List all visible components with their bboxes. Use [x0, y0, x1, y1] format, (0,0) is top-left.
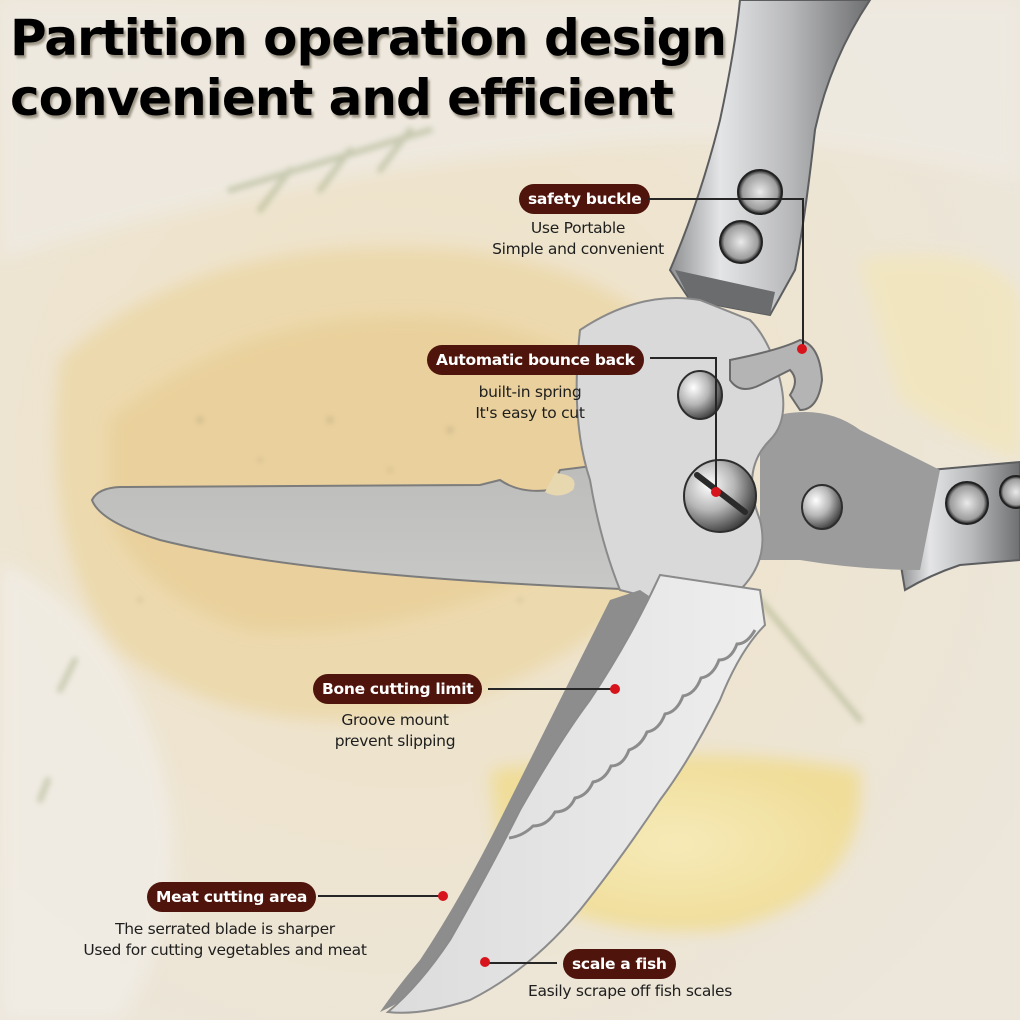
callout-label: Automatic bounce back [427, 345, 644, 375]
title-line-2: convenient and efficient [10, 69, 674, 127]
leader-line [486, 962, 557, 964]
pivot-screw-icon [683, 459, 757, 533]
leader-line [488, 688, 612, 690]
page-title: Partition operation design convenient an… [10, 8, 727, 128]
marker-dot [711, 487, 721, 497]
leader-line [648, 198, 803, 200]
callout-description: Use Portable Simple and convenient [492, 219, 664, 258]
marker-dot [480, 957, 490, 967]
callout-label: Bone cutting limit [313, 674, 483, 704]
title-line-1: Partition operation design [10, 9, 727, 67]
callout-label: Meat cutting area [147, 882, 317, 912]
leader-line [802, 198, 804, 348]
marker-dot [610, 684, 620, 694]
marker-dot [438, 891, 448, 901]
callout-description: Easily scrape off fish scales [527, 982, 733, 1000]
marker-dot [797, 344, 807, 354]
leader-line [650, 357, 716, 359]
leader-line [715, 357, 717, 487]
callout-label: safety buckle [519, 184, 651, 214]
callout-description: Groove mount prevent slipping [334, 711, 456, 750]
rivet-icon [677, 370, 843, 530]
emblem-icon [719, 169, 783, 264]
callout-label: scale a fish [563, 949, 676, 979]
callout-description: The serrated blade is sharper Used for c… [83, 920, 367, 959]
leader-line [318, 895, 442, 897]
callout-description: built-in spring It's easy to cut [475, 383, 585, 422]
